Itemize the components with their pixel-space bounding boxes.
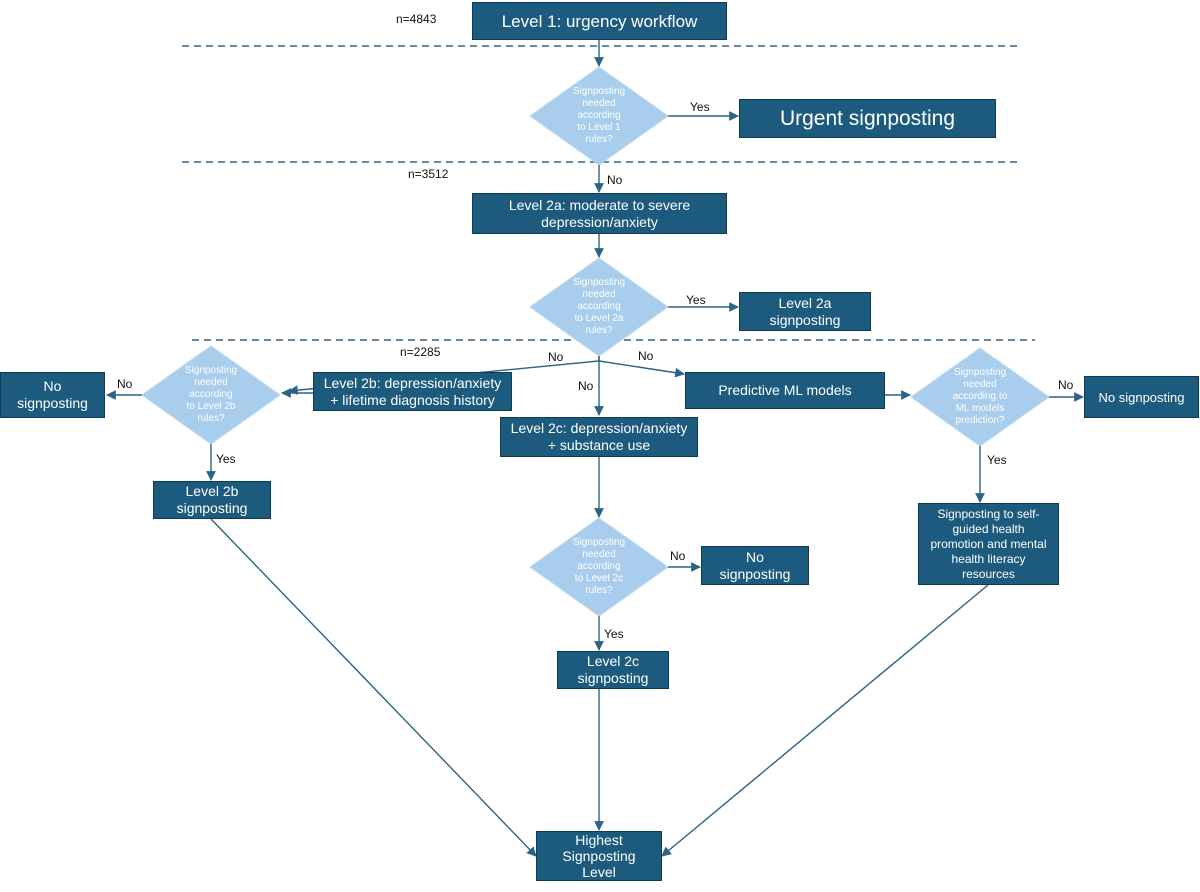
edge-label-yes-level1: Yes [690, 100, 710, 114]
decision-text-level2a: Signposting needed according to Level 2a… [572, 277, 626, 336]
decision-text-ml: Signposting needed according to ML model… [952, 367, 1008, 426]
edge-label-yes-level2c: Yes [604, 627, 624, 641]
edge-label-no-level2b: No [117, 377, 133, 391]
arrow-ml-sign-to-highest [661, 584, 989, 857]
count-level1: n=4843 [396, 12, 437, 26]
count-level2a: n=3512 [408, 167, 449, 181]
edge-label-yes-level2b: Yes [216, 452, 236, 466]
level2a-signposting-box: Level 2a signposting [739, 292, 871, 331]
level2c-signposting-box: Level 2c signposting [557, 651, 669, 689]
level2b-signposting-box: Level 2b signposting [153, 481, 271, 519]
edge-label-no-left: No [548, 350, 564, 364]
decision-text-level2c: Signposting needed according to Level 2c… [572, 537, 626, 596]
urgent-signposting-box: Urgent signposting [739, 99, 996, 138]
level2a-box: Level 2a: moderate to severe depression/… [472, 193, 727, 234]
decision-text-level2b: Signposting needed according to Level 2b… [184, 365, 238, 424]
level2b-box: Level 2b: depression/anxiety + lifetime … [313, 372, 512, 411]
level2c-no-signposting-box: No signposting [701, 546, 809, 585]
edge-label-no-ml: No [1058, 378, 1074, 392]
edge-label-yes-ml: Yes [987, 453, 1007, 467]
ml-signposting-resources-box: Signposting to self- guided health promo… [918, 503, 1059, 585]
highest-signposting-level-box: Highest Signposting Level [536, 831, 662, 881]
decision-text-level1: Signposting needed according to Level 1 … [572, 86, 626, 145]
level1-urgency-workflow-box: Level 1: urgency workflow [472, 2, 727, 40]
arrow-level2b-sign-to-highest [210, 518, 537, 857]
level2b-no-signposting-box: No signposting [0, 372, 105, 418]
edge-label-no-center: No [578, 379, 594, 393]
edge-label-no-level2c: No [670, 549, 686, 563]
ml-no-signposting-box: No signposting [1084, 376, 1199, 418]
edge-label-no-level1: No [607, 173, 623, 187]
level2c-box: Level 2c: depression/anxiety + substance… [500, 417, 698, 457]
edge-label-no-right: No [638, 349, 654, 363]
count-level2b: n=2285 [400, 345, 441, 359]
edge-label-yes-level2a: Yes [686, 293, 706, 307]
predictive-ml-models-box: Predictive ML models [685, 372, 885, 409]
